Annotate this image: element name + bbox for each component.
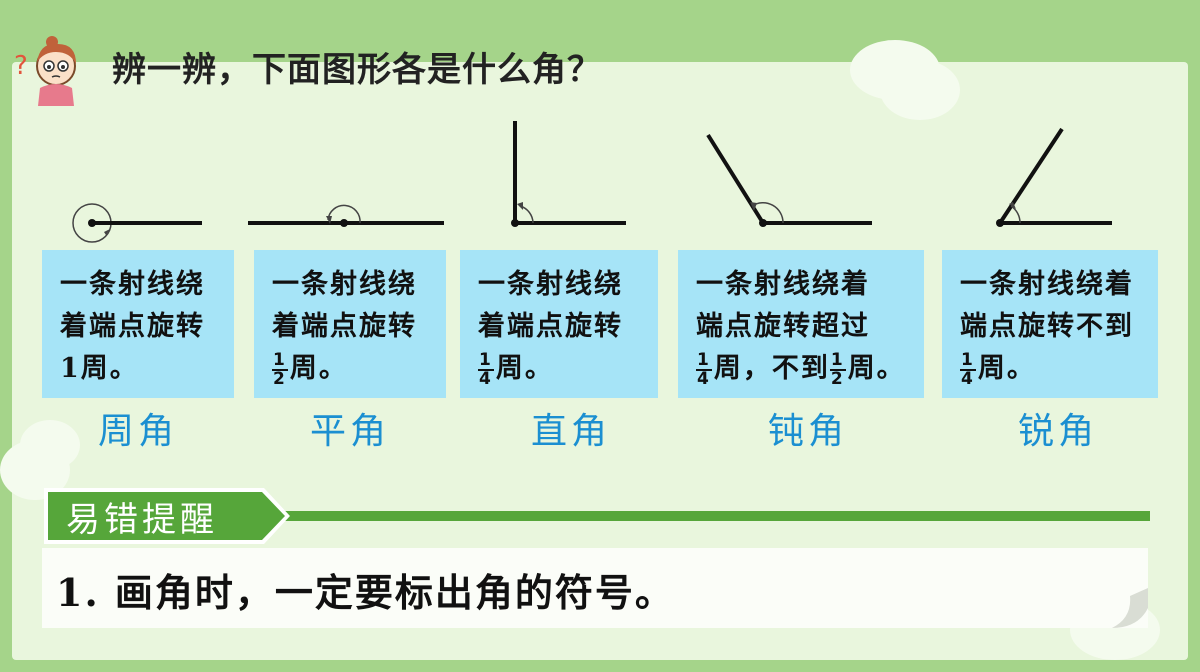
obtuse-angle-figure [706,133,872,227]
card-text: 着端点旋转 [478,311,623,342]
tip-box [42,548,1148,628]
angle-name-straight: 平角 [309,411,390,452]
angle-name-right: 直角 [530,411,611,452]
full-angle-figure [72,203,202,243]
angle-name-obtuse: 钝角 [767,411,848,452]
full-angle-card: 一条射线绕 着端点旋转 1周。 [42,250,234,398]
card-text: 着端点旋转 [60,311,205,342]
acute-angle-figure [996,127,1112,227]
angle-figures [72,121,1112,243]
card-text: 一条射线绕着 [696,269,870,300]
card-text: 1周。 [60,353,139,384]
card-text: 一条射线绕 [272,269,417,300]
tip-badge [44,488,290,544]
card-text: 周。 [977,353,1036,384]
card-text: 周。 [847,353,906,384]
card-text: 周。 [495,353,554,384]
card-text: 周。 [289,353,348,384]
angle-name-acute: 锐角 [1017,411,1098,452]
tip-text: 1. 画角时，一定要标出角的符号。 [56,570,675,615]
tip-badge-label: 易错提醒 [66,500,218,540]
page-curl-decoration [1112,588,1148,628]
card-text: 周，不到 [713,353,830,384]
card-text: 一条射线绕 [478,269,623,300]
page-title: 辨一辨，下面图形各是什么角？ [112,50,602,90]
girl-thinking-icon: ? [14,36,76,106]
card-text: 端点旋转超过 [696,311,870,342]
right-angle-figure [511,121,626,227]
angle-name-full: 周角 [97,411,178,452]
card-text: 一条射线绕 [60,269,205,300]
card-text: 一条射线绕着 [960,269,1134,300]
straight-angle-figure [248,204,444,227]
card-text: 着端点旋转 [272,311,417,342]
card-text: 端点旋转不到 [960,311,1134,342]
question-mark-icon: ? [14,51,28,81]
tip-divider [44,511,1150,521]
